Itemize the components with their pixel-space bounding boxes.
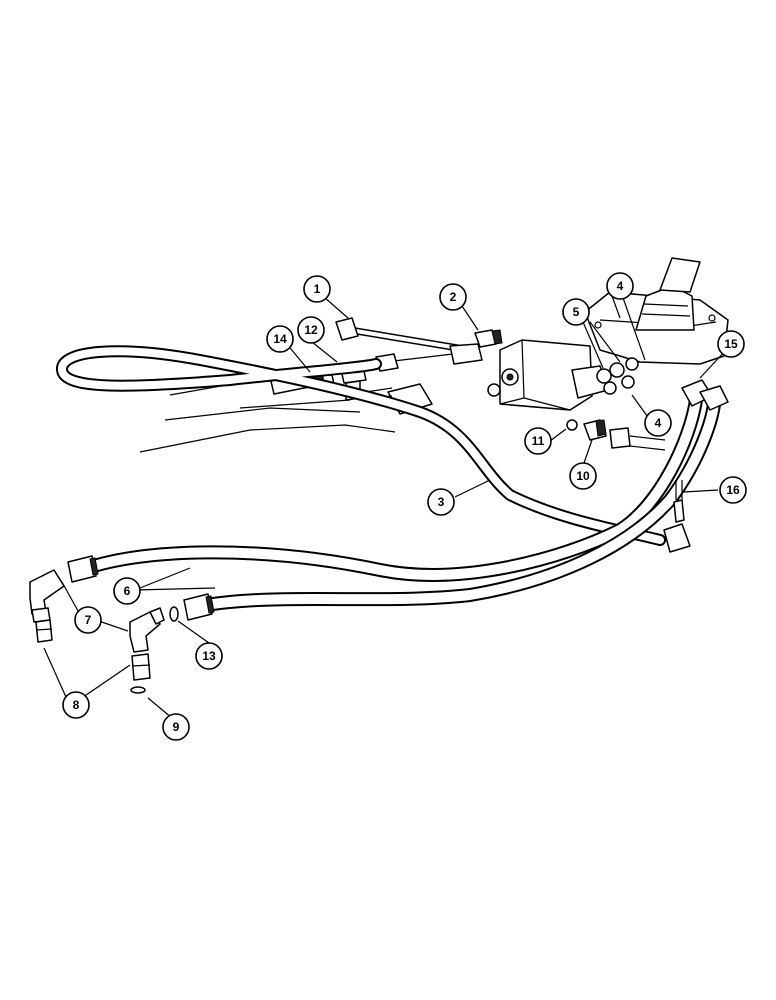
svg-text:10: 10 bbox=[576, 469, 590, 483]
hose-3 bbox=[56, 345, 666, 546]
svg-text:7: 7 bbox=[85, 613, 92, 627]
callout-12: 12 bbox=[297, 316, 325, 344]
svg-text:14: 14 bbox=[273, 332, 287, 346]
svg-text:6: 6 bbox=[124, 584, 131, 598]
valve-block bbox=[487, 339, 639, 411]
svg-text:3: 3 bbox=[438, 495, 445, 509]
callout-4-lower: 4 bbox=[644, 409, 672, 437]
fittings-10-11 bbox=[566, 419, 666, 451]
svg-text:5: 5 bbox=[573, 305, 580, 319]
callout-9: 9 bbox=[162, 713, 190, 741]
callout-16: 16 bbox=[719, 476, 747, 504]
svg-text:16: 16 bbox=[726, 483, 740, 497]
callout-5: 5 bbox=[562, 298, 590, 326]
callout-15: 15 bbox=[717, 330, 745, 358]
hoses-6 bbox=[67, 379, 729, 621]
tube-assembly bbox=[335, 317, 503, 365]
svg-text:15: 15 bbox=[724, 337, 738, 351]
svg-text:4: 4 bbox=[617, 279, 624, 293]
callout-7: 7 bbox=[74, 606, 102, 634]
lower-left-fittings bbox=[29, 480, 685, 694]
svg-text:8: 8 bbox=[73, 698, 80, 712]
callout-10: 10 bbox=[569, 462, 597, 490]
svg-text:2: 2 bbox=[450, 290, 457, 304]
svg-text:1: 1 bbox=[314, 282, 321, 296]
svg-text:12: 12 bbox=[304, 323, 318, 337]
callout-13: 13 bbox=[195, 642, 223, 670]
svg-text:9: 9 bbox=[173, 720, 180, 734]
svg-text:13: 13 bbox=[202, 649, 216, 663]
svg-text:11: 11 bbox=[532, 434, 545, 448]
callout-6: 6 bbox=[113, 577, 141, 605]
callout-3: 3 bbox=[427, 488, 455, 516]
callout-2: 2 bbox=[439, 283, 467, 311]
callout-1: 1 bbox=[303, 275, 331, 303]
callout-4-top: 4 bbox=[606, 272, 634, 300]
callout-11: 11 bbox=[524, 427, 552, 455]
callout-14: 14 bbox=[266, 325, 294, 353]
svg-text:4: 4 bbox=[655, 416, 662, 430]
machine-frame-outline bbox=[139, 257, 729, 453]
callout-8: 8 bbox=[62, 691, 90, 719]
